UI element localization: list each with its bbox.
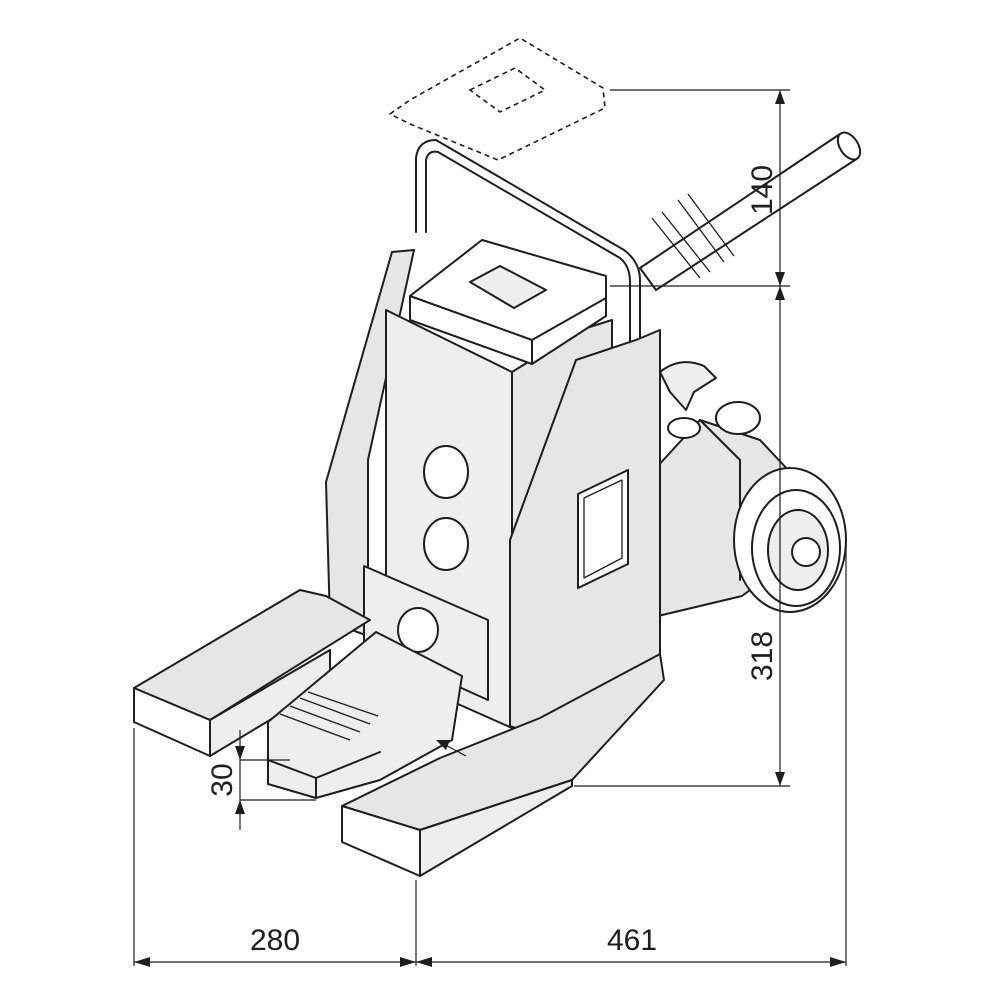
dimension-lines <box>133 89 847 967</box>
toe-claw <box>267 631 463 799</box>
dimension-label-base-height: 318 <box>746 631 779 681</box>
transport-wheel <box>733 467 847 613</box>
dimension-label-stroke: 140 <box>746 165 779 215</box>
pump-handle <box>639 131 862 291</box>
jack-housing <box>325 239 661 741</box>
dimension-label-base-length: 461 <box>607 924 657 957</box>
dimension-label-toe-length: 280 <box>250 924 300 957</box>
extended-lift-plate <box>388 37 606 161</box>
dimension-label-toe-height: 30 <box>206 763 239 796</box>
